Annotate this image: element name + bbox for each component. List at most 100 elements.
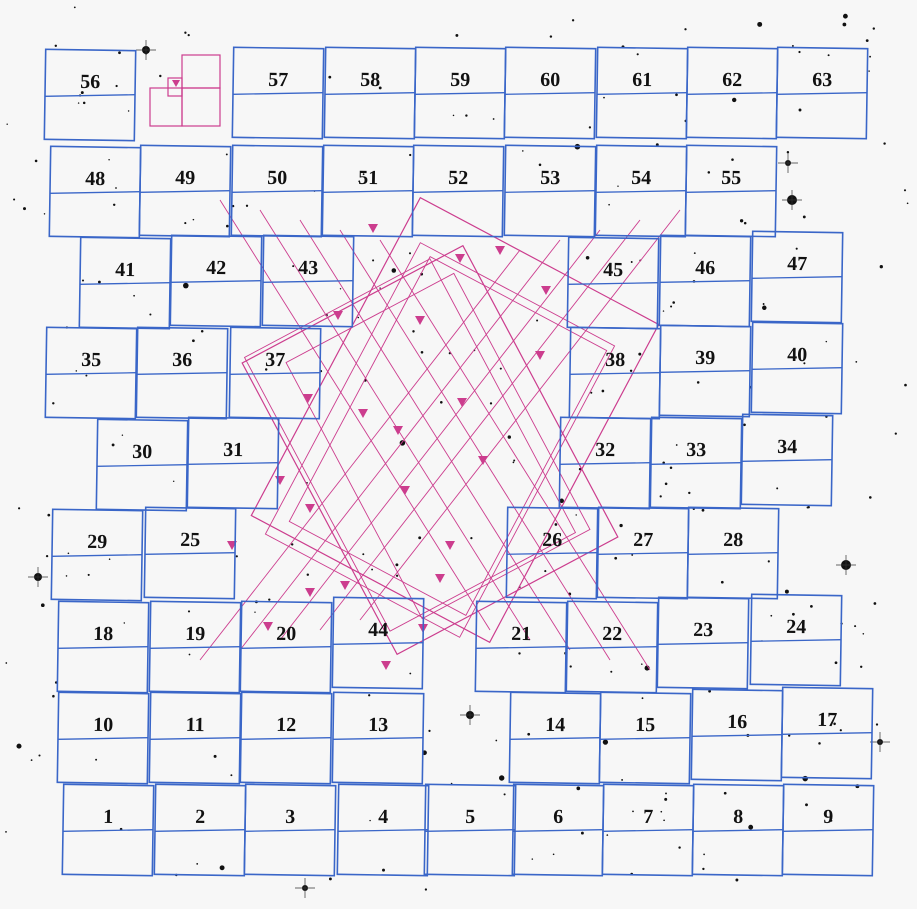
tile-label: 43	[298, 257, 318, 279]
tile-label: 41	[115, 259, 135, 281]
star	[638, 353, 641, 356]
star	[149, 313, 151, 315]
star	[220, 865, 225, 870]
star	[907, 202, 909, 204]
star	[608, 204, 610, 206]
star	[863, 633, 865, 635]
star	[226, 225, 229, 228]
star	[41, 603, 45, 607]
star	[694, 252, 696, 254]
star	[409, 673, 411, 675]
star	[575, 514, 576, 515]
star	[66, 575, 68, 577]
star	[23, 207, 26, 210]
tile-label: 6	[553, 806, 563, 828]
star	[113, 204, 115, 206]
tile-label: 55	[721, 167, 741, 189]
star	[52, 402, 54, 404]
tile-label: 53	[540, 167, 560, 189]
tile-label: 19	[185, 623, 205, 645]
star	[193, 219, 195, 221]
star	[513, 462, 515, 464]
star	[550, 35, 552, 37]
star	[201, 330, 204, 333]
star	[82, 279, 84, 281]
star	[731, 158, 734, 161]
star	[412, 330, 414, 332]
star	[678, 846, 680, 848]
star	[632, 811, 634, 813]
tile-label: 56	[80, 71, 100, 93]
star	[112, 443, 115, 446]
tile-label: 2	[195, 806, 205, 828]
tile-label: 21	[511, 623, 531, 645]
star	[828, 54, 830, 56]
star	[708, 171, 711, 174]
tile-label: 42	[206, 257, 226, 279]
star	[532, 858, 533, 859]
star	[676, 444, 678, 446]
tile-label: 27	[633, 529, 653, 551]
star	[340, 288, 341, 289]
star	[798, 51, 800, 53]
star	[854, 625, 856, 627]
star	[183, 283, 189, 289]
tile-label: 26	[542, 529, 562, 551]
star	[883, 142, 885, 144]
star	[663, 310, 664, 311]
star	[572, 19, 574, 21]
star	[16, 744, 21, 749]
tile-label: 50	[267, 167, 287, 189]
star	[744, 222, 747, 225]
star	[189, 654, 191, 656]
star	[214, 755, 217, 758]
star	[425, 888, 427, 890]
star	[606, 834, 608, 836]
star	[818, 742, 821, 745]
star	[38, 754, 40, 756]
tile-label: 60	[540, 69, 560, 91]
tile-label: 40	[787, 344, 807, 366]
star	[860, 666, 862, 668]
tile-label: 9	[823, 806, 833, 828]
tile-label: 12	[276, 714, 296, 736]
star	[866, 39, 869, 42]
star	[590, 392, 592, 394]
star	[428, 730, 430, 732]
star	[490, 402, 492, 404]
tile-label: 51	[358, 167, 378, 189]
star	[576, 787, 580, 791]
star	[748, 825, 753, 830]
star	[539, 164, 542, 167]
star	[768, 560, 770, 562]
star	[118, 51, 121, 54]
star	[329, 877, 332, 880]
star	[776, 487, 778, 489]
tile-label: 13	[368, 714, 388, 736]
tile-label: 32	[595, 439, 615, 461]
star	[188, 610, 190, 612]
star	[358, 317, 360, 319]
star	[869, 496, 872, 499]
star	[188, 34, 190, 36]
tile-label: 35	[81, 349, 101, 371]
star	[610, 671, 612, 673]
star	[660, 811, 662, 813]
star	[743, 423, 746, 426]
star	[675, 93, 678, 96]
star	[665, 483, 668, 486]
tile-label: 34	[777, 436, 797, 458]
tile-label: 49	[175, 167, 195, 189]
star	[621, 779, 623, 781]
star	[18, 507, 20, 509]
star	[799, 109, 802, 112]
star	[76, 370, 78, 372]
tile-label: 39	[695, 347, 715, 369]
star	[670, 466, 673, 469]
star	[470, 537, 472, 539]
tile-label: 37	[265, 349, 285, 371]
tile-label: 16	[727, 711, 747, 733]
star	[803, 215, 806, 218]
tile-label: 29	[87, 531, 107, 553]
tile-label: 62	[722, 69, 742, 91]
